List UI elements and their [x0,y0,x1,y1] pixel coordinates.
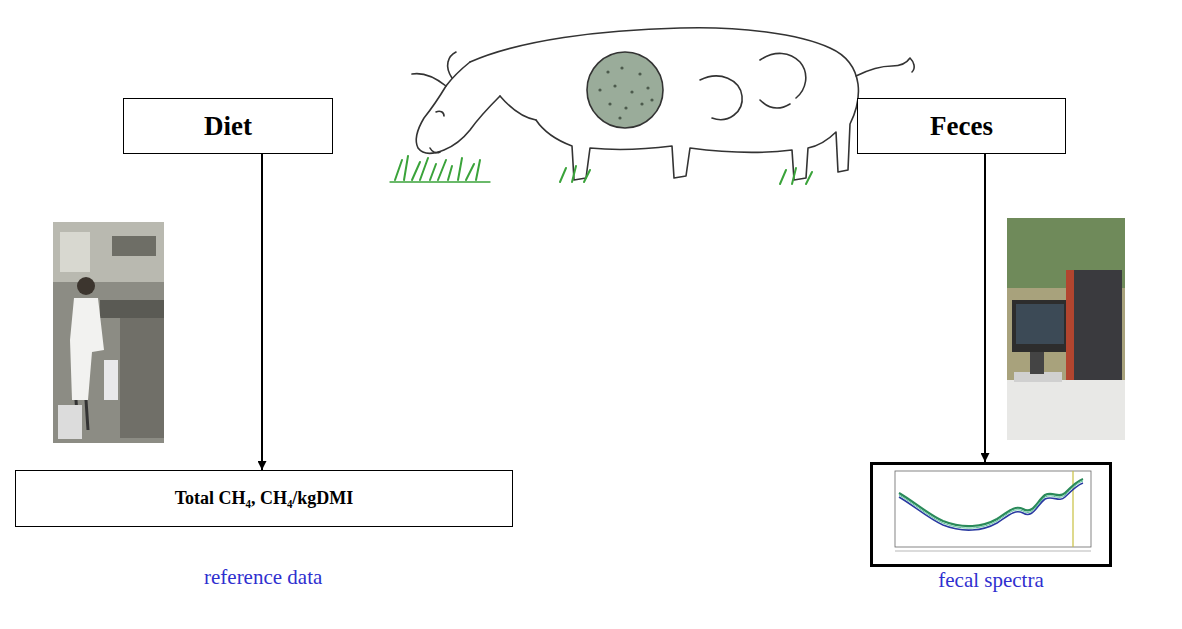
arrow-connector [261,154,263,470]
box-text: Total CH₄, CH₄/kgDMI [175,488,354,509]
result-box: Total CH₄, CH₄/kgDMI [15,470,513,527]
lab-photo [53,222,164,443]
process-box: Feces [857,98,1066,154]
arrow-connector [984,154,986,462]
box-text: Diet [204,111,252,142]
spectra-box: fecal spectra [870,462,1112,567]
computer-photo [1007,218,1125,440]
grass [390,156,812,184]
spectra-plot [873,465,1109,564]
caption-label: reference data [204,565,322,590]
box-text: Feces [930,111,993,142]
process-box: Diet [123,98,333,154]
cow-drawing [412,28,914,180]
caption-text: fecal spectra [935,568,1047,593]
